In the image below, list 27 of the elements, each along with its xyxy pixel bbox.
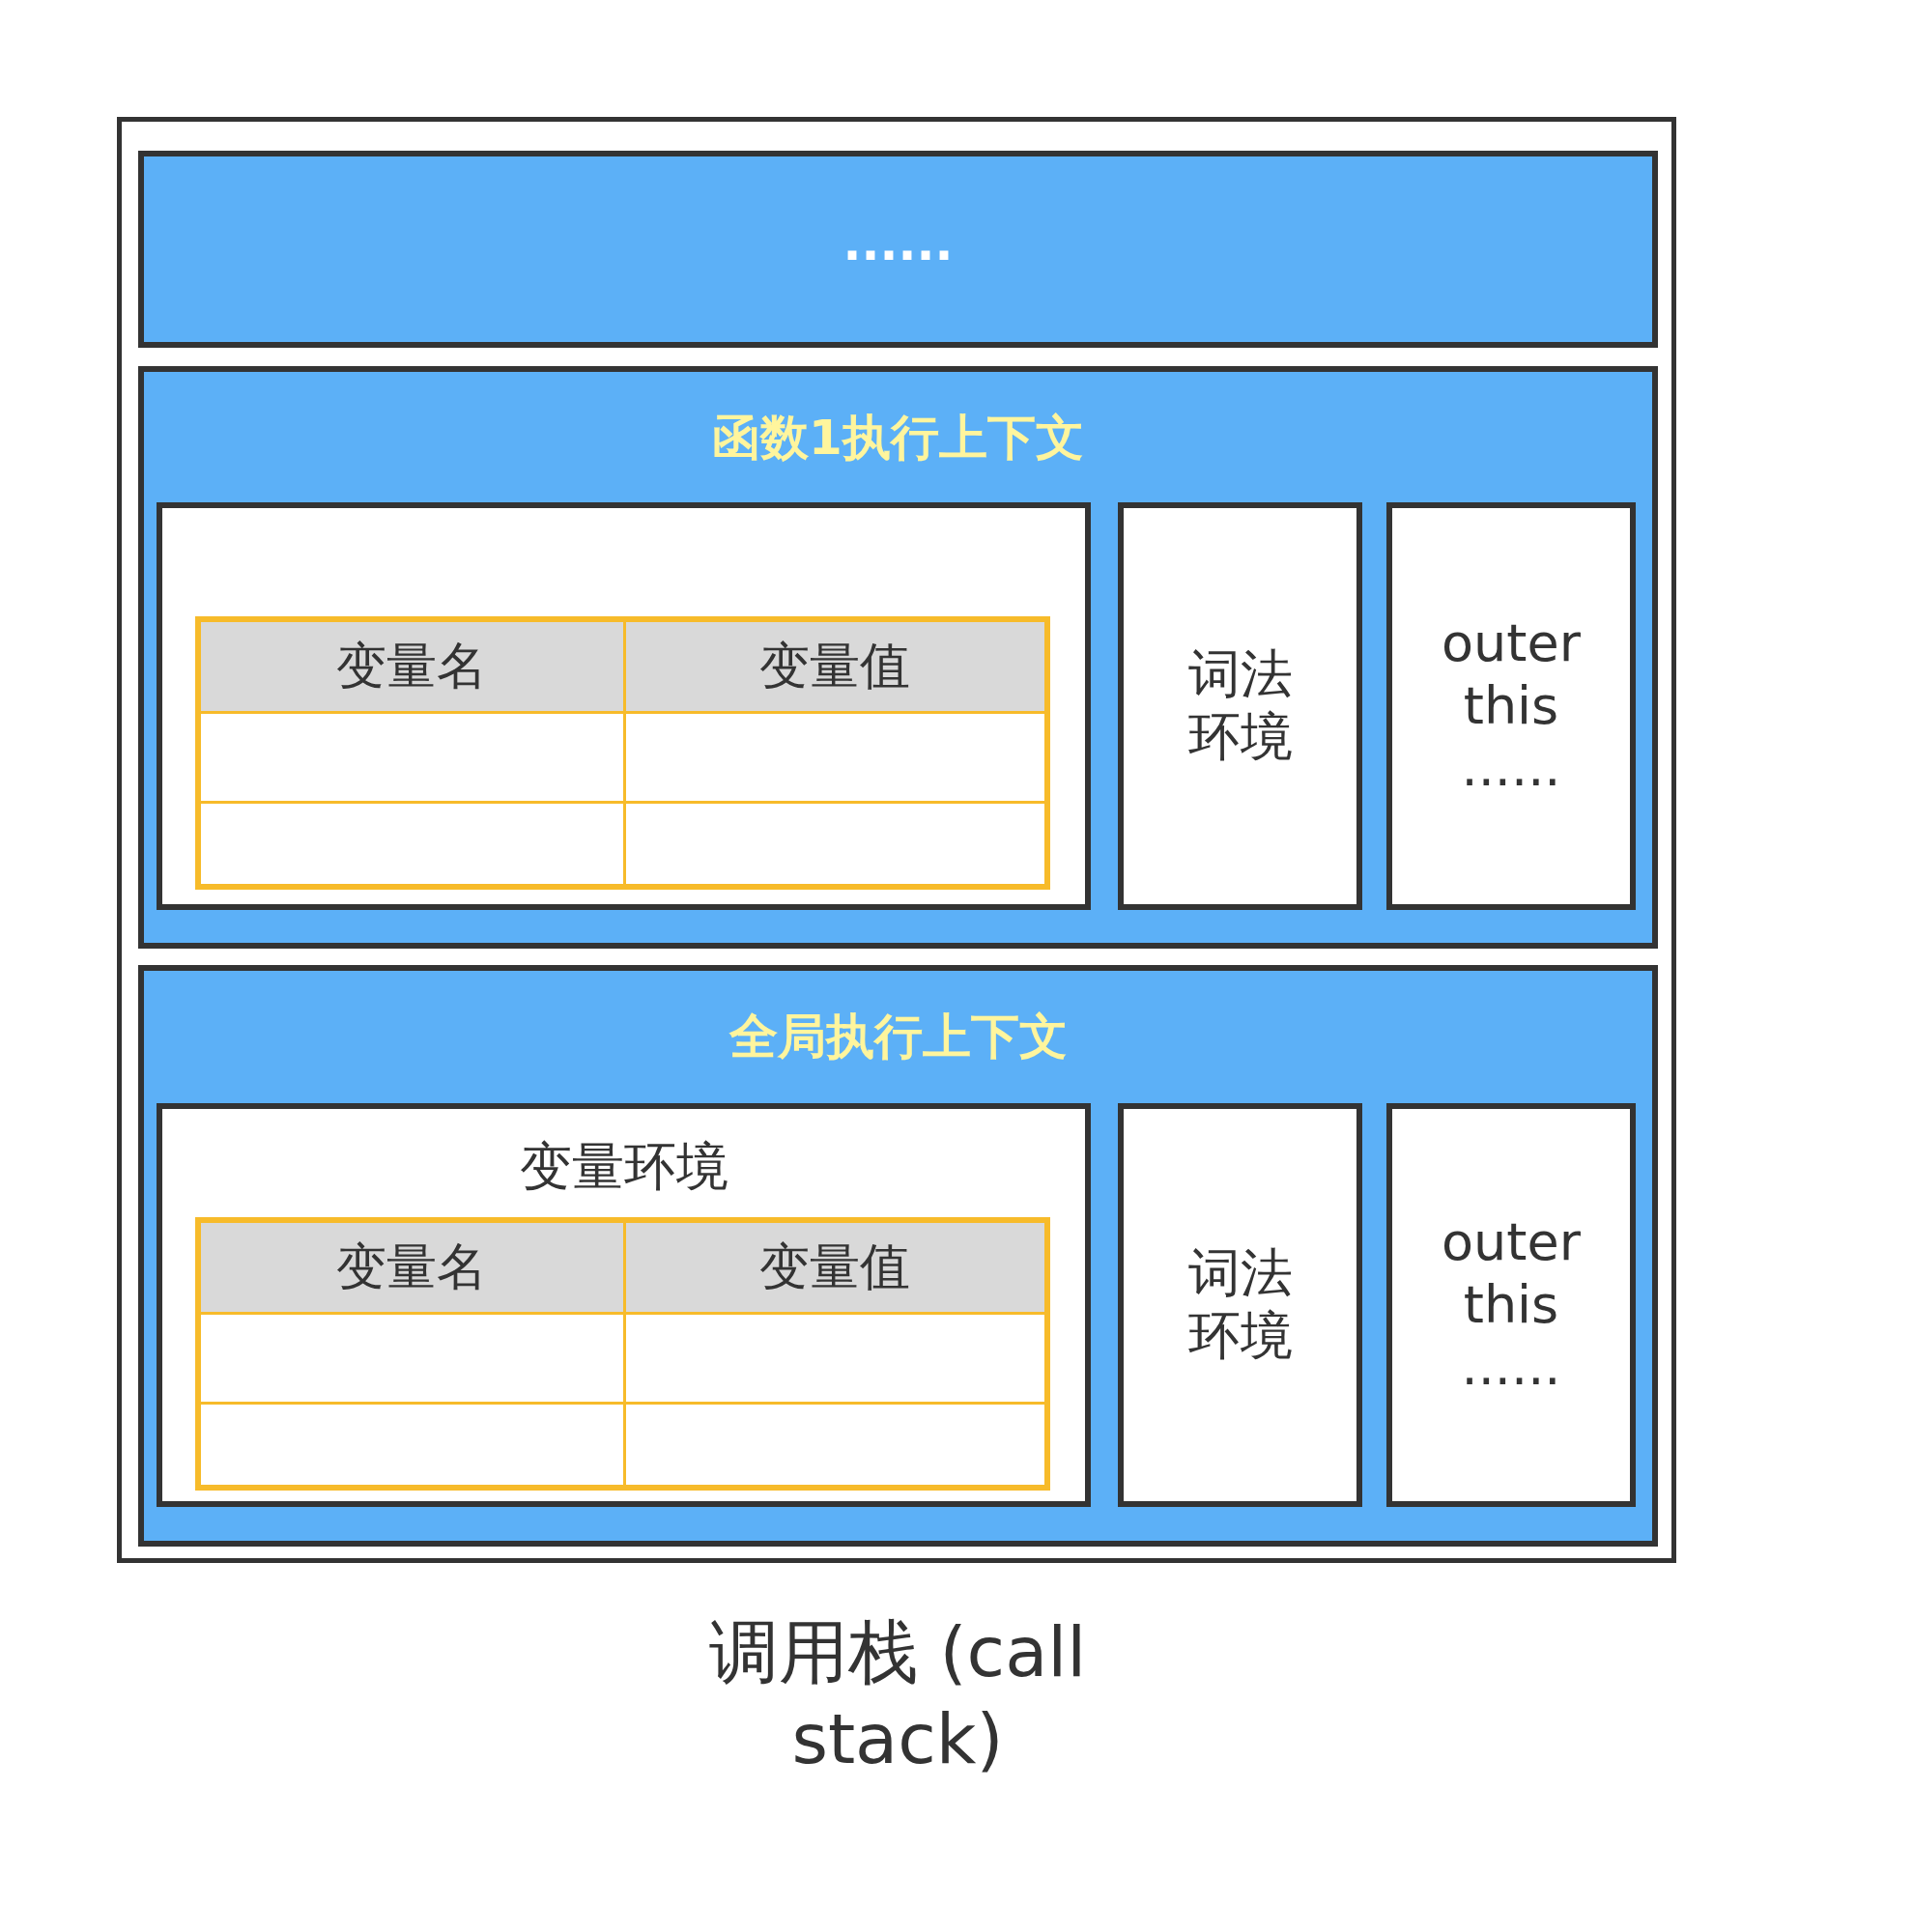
context-title: 全局执行上下文 xyxy=(728,1008,1068,1065)
execution-context-band xyxy=(138,151,1658,348)
table-header-cell: 变量名 xyxy=(195,1217,626,1315)
context-title: 函数1执行上下文 xyxy=(712,409,1084,467)
environment-label: 变量环境 xyxy=(519,1136,728,1199)
environment-label: outer xyxy=(1442,611,1581,675)
environment-label: ...... xyxy=(1461,1336,1561,1400)
diagram-caption: 调用栈 (call stack) xyxy=(707,1610,1088,1781)
environment-label: this xyxy=(1463,674,1559,738)
environment-label: ...... xyxy=(1461,737,1561,801)
call-stack-frame xyxy=(117,117,1676,1563)
environment-label: 词法环境 xyxy=(1186,1242,1294,1368)
table-header-cell: 变量名 xyxy=(195,616,626,714)
environment-box xyxy=(1118,1103,1362,1507)
execution-context-band xyxy=(138,965,1658,1547)
environment-box xyxy=(1118,502,1362,910)
environment-label: outer xyxy=(1442,1210,1581,1274)
variable-table xyxy=(195,1217,1050,1492)
environment-box xyxy=(1386,502,1636,910)
environment-label: 词法环境 xyxy=(1186,643,1294,769)
environment-box xyxy=(157,1103,1091,1507)
environment-box xyxy=(157,502,1091,910)
environment-label: this xyxy=(1463,1273,1559,1337)
variable-table xyxy=(195,616,1050,890)
execution-context-band xyxy=(138,366,1658,949)
environment-box xyxy=(1386,1103,1636,1507)
ellipsis-text: ...... xyxy=(842,214,954,272)
